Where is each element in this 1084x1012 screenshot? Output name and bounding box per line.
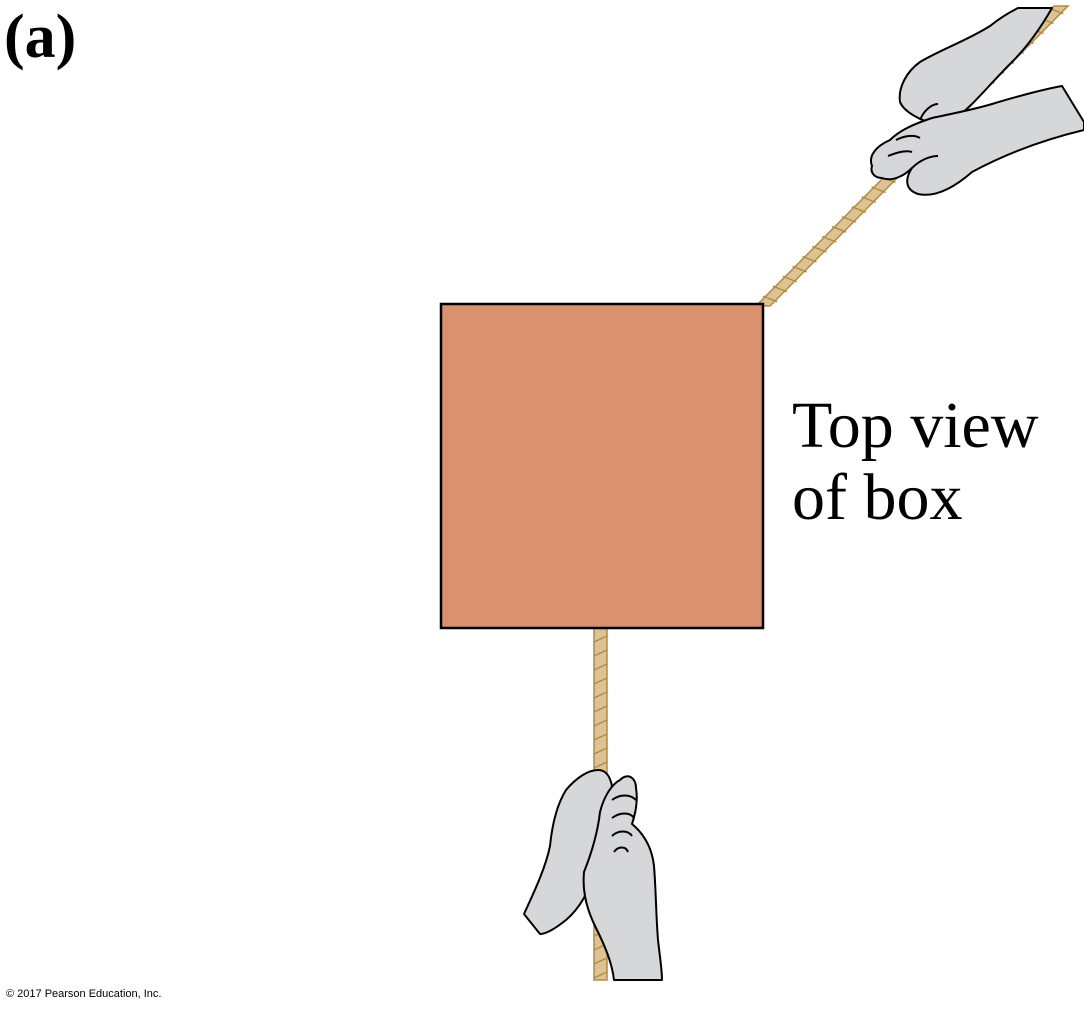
panel-label: (a) [4, 3, 77, 71]
upper-hand-back [898, 7, 1053, 126]
bottom-hands [523, 769, 663, 981]
box-caption-line1: Top view [792, 389, 1039, 462]
box-caption-line2: of box [792, 461, 963, 534]
copyright-notice: © 2017 Pearson Education, Inc. [6, 988, 162, 1000]
upper-hand-front [870, 85, 1084, 196]
bottom-hand-right [582, 775, 663, 981]
box-caption: Top view of box [792, 390, 1039, 534]
upper-right-hands [870, 7, 1084, 196]
box [439, 302, 765, 630]
